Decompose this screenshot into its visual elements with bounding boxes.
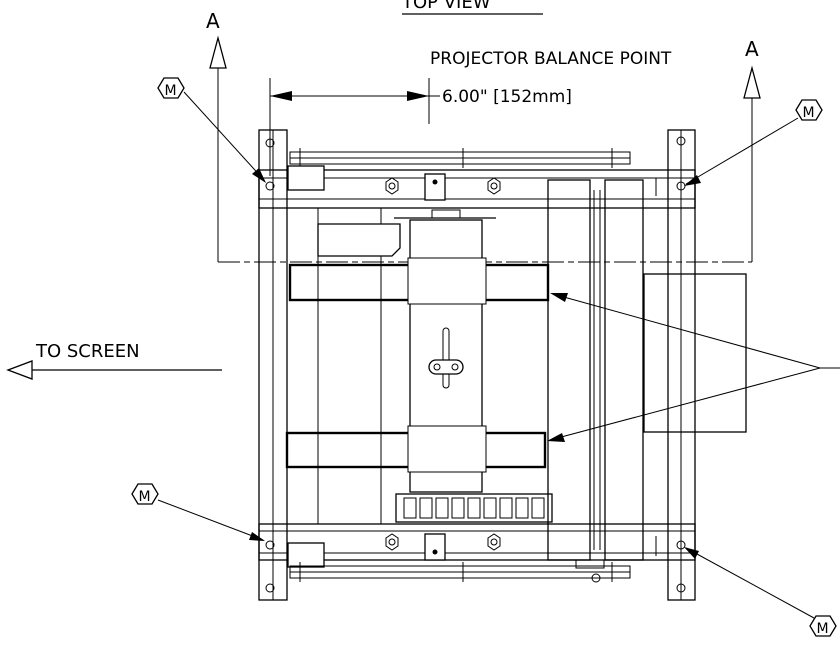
section-arrow-left-icon: [209, 35, 227, 69]
mount-hex-icon: [157, 77, 185, 99]
callout-arrow-lower-icon: [547, 433, 565, 442]
mount-tag-bottom-right: M: [676, 540, 837, 637]
side-box: [643, 273, 747, 433]
section-label-right: A: [745, 37, 759, 61]
svg-text:TOP VIEW: TOP VIEW: [401, 0, 491, 13]
svg-text:M: M: [139, 489, 151, 505]
mount-tag-top-left: M: [157, 77, 275, 191]
mount-hex-icon: [795, 99, 823, 121]
dimension-arrow-left-icon: [270, 91, 292, 101]
direction-label: TO SCREEN: [35, 341, 140, 362]
section-arrow-right-icon: [743, 65, 761, 99]
svg-text:M: M: [817, 621, 829, 637]
frame: [258, 129, 696, 601]
callout-arrow-upper-icon: [550, 293, 568, 302]
balance-point-label: PROJECTOR BALANCE POINT: [430, 49, 672, 69]
section-label-left: A: [206, 9, 220, 33]
roller-assembly: [317, 209, 496, 493]
dimension-label: 6.00" [152mm]: [442, 87, 572, 107]
mount-tag-bottom-left: M: [131, 483, 275, 550]
section-line-a: A A: [206, 9, 761, 263]
to-screen-indicator: TO SCREEN: [6, 341, 222, 380]
mount-hex-icon: [809, 615, 837, 637]
svg-text:M: M: [803, 105, 815, 121]
strap-lower: [285, 425, 547, 473]
mount-tag-top-right: M: [676, 99, 823, 191]
view-title: TOP VIEW: [401, 0, 543, 15]
dimension-arrow-right-icon: [407, 91, 429, 101]
balance-point-dimension: PROJECTOR BALANCE POINT 6.00" [152mm]: [269, 49, 672, 176]
strap-callout: [547, 293, 840, 442]
to-screen-arrow-icon: [6, 360, 33, 380]
chain-row: [395, 493, 553, 523]
svg-text:M: M: [165, 83, 177, 99]
mount-hex-icon: [131, 483, 159, 505]
side-plates: [547, 178, 657, 583]
strap-upper: [288, 257, 550, 305]
